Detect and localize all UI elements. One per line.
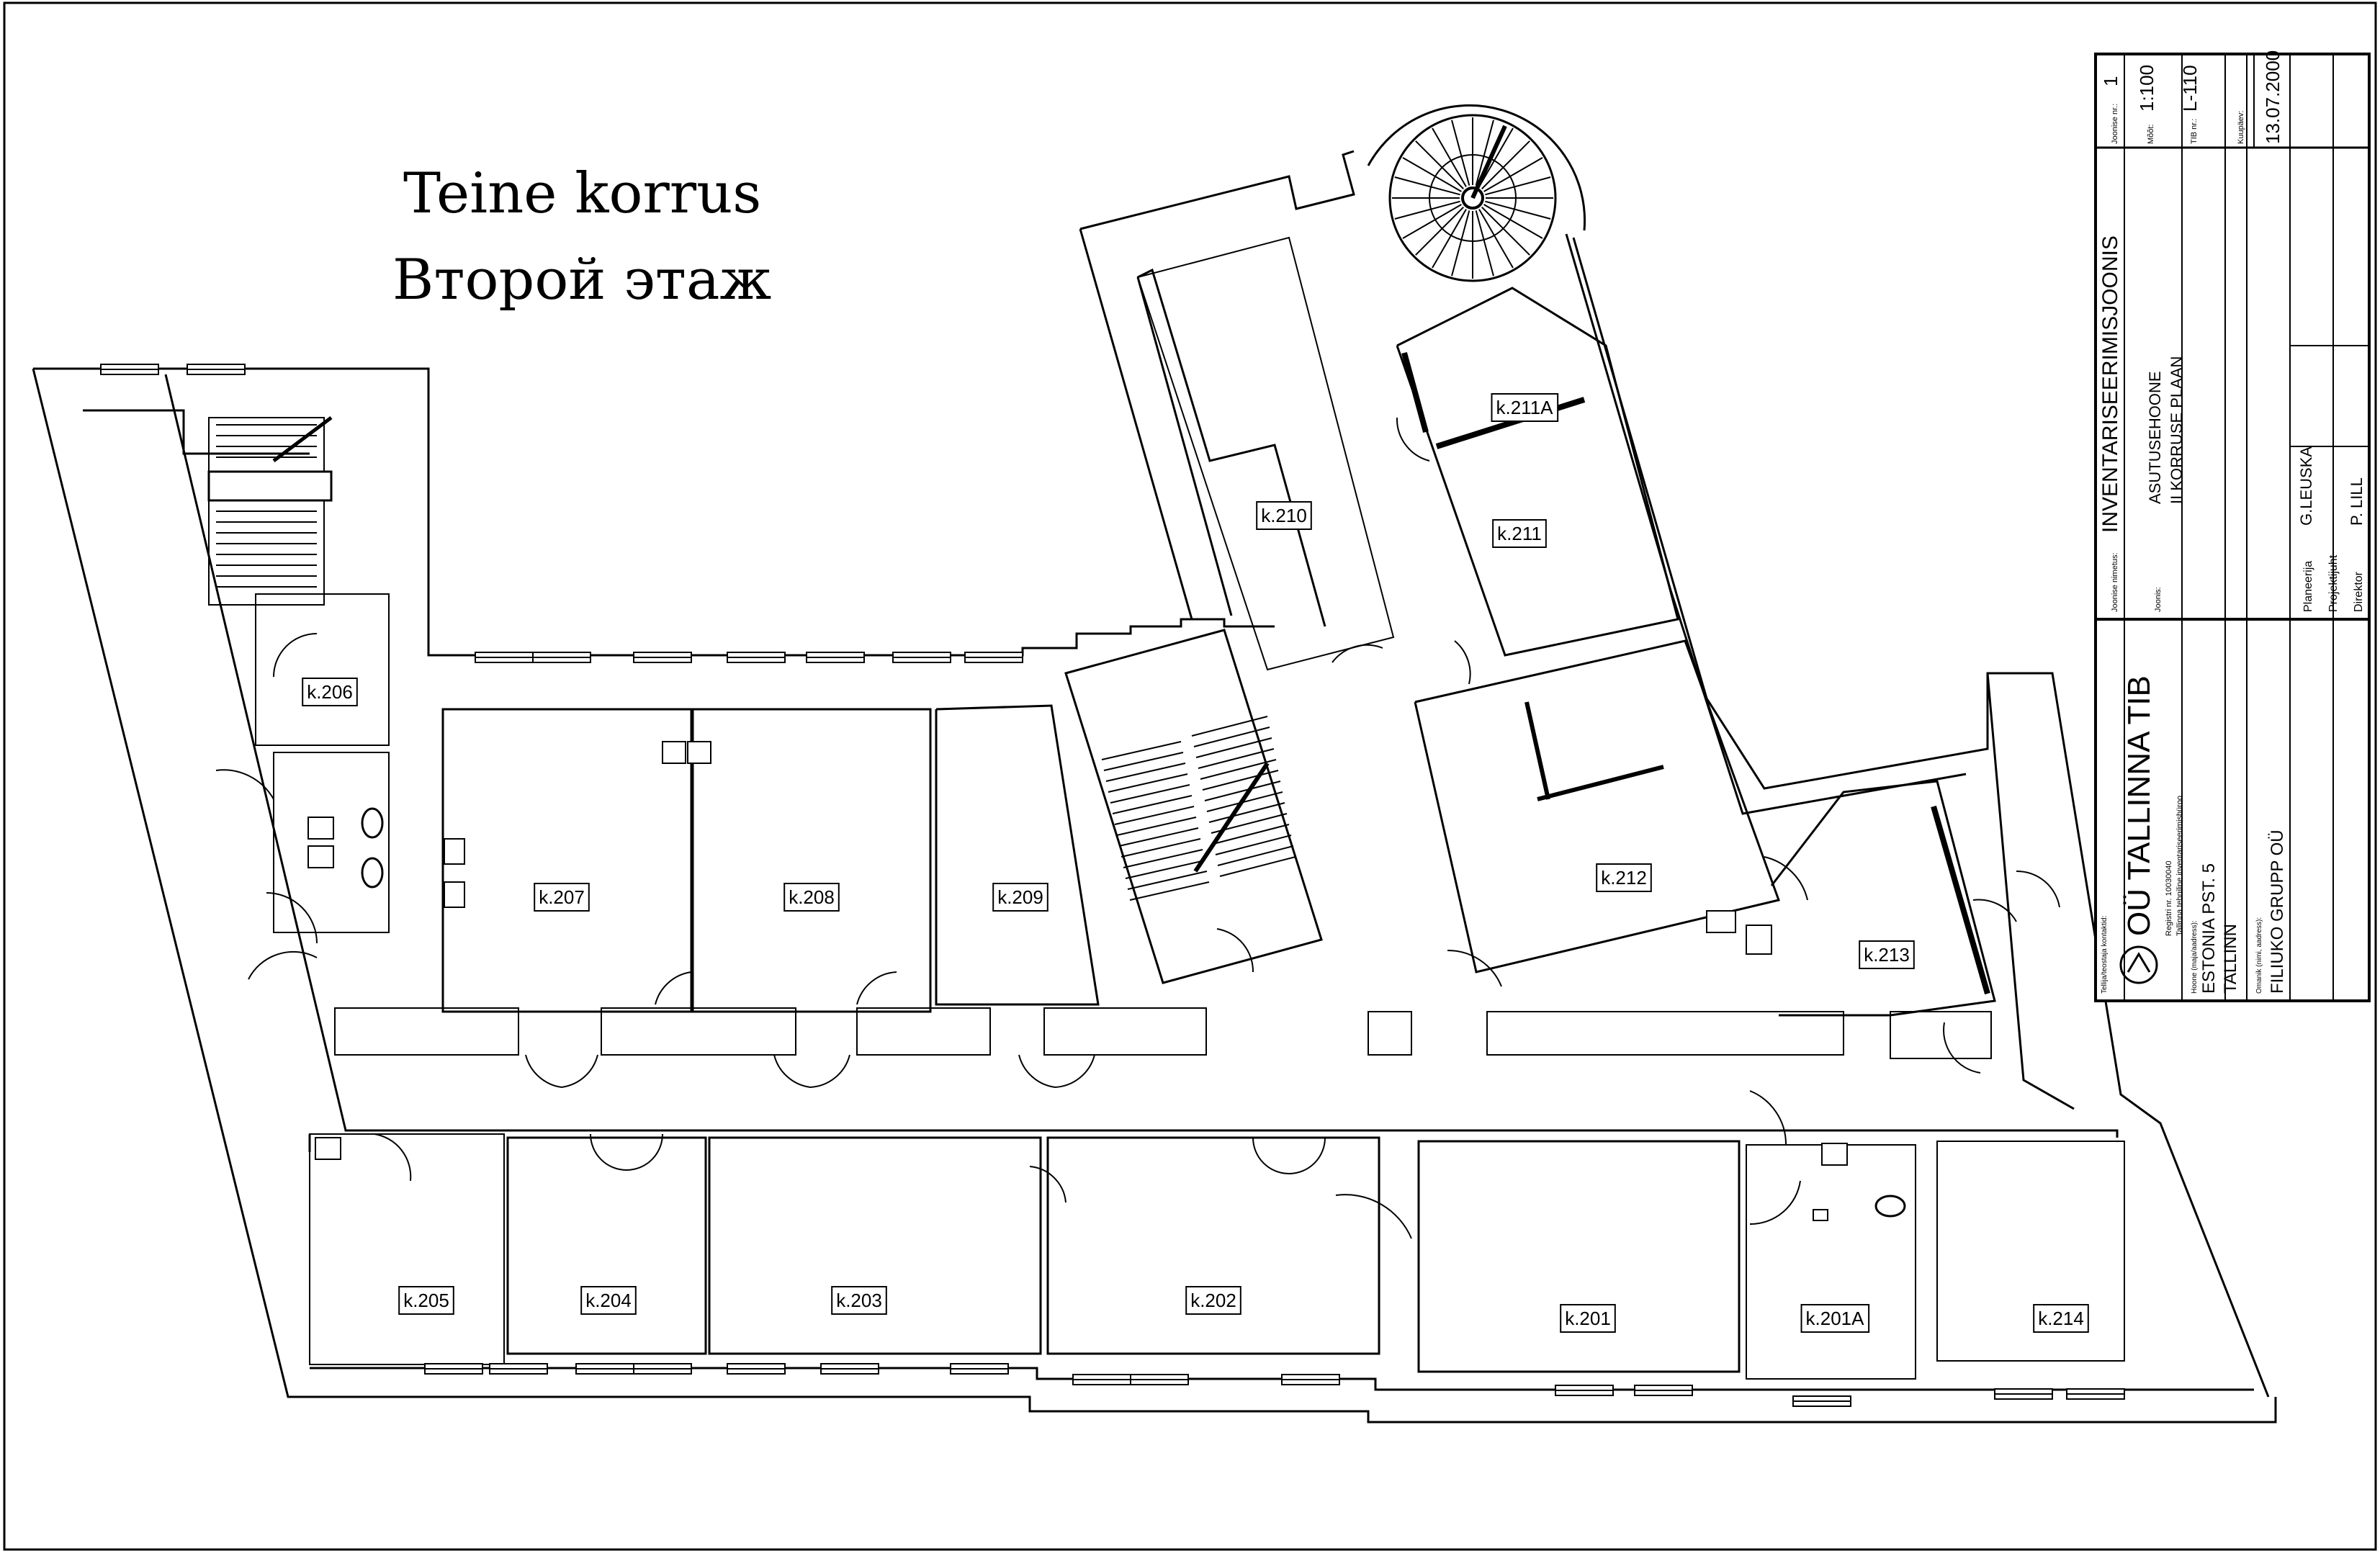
tb-drawing-line1: ASUTUSEHOONE xyxy=(2146,371,2164,504)
room-label-k205: k.205 xyxy=(398,1286,454,1315)
tb-scale: 1:100 xyxy=(2136,65,2157,112)
tb-drawing-label: Joonis: xyxy=(2154,587,2163,612)
svg-text:k.211: k.211 xyxy=(1497,523,1542,544)
room-label-k208: k.208 xyxy=(783,883,840,912)
room-label-k207: k.207 xyxy=(534,883,590,912)
svg-text:k.207: k.207 xyxy=(539,886,585,908)
doors xyxy=(215,417,2060,1239)
tb-planner: G.LEUSKA xyxy=(2297,446,2315,526)
room-label-k211a: k.211A xyxy=(1491,393,1559,422)
tb-scale-label: Mõõt: xyxy=(2147,124,2155,144)
room-label-k204: k.204 xyxy=(580,1286,637,1315)
tb-company-logo-icon xyxy=(2119,945,2158,984)
chimney-symbol xyxy=(307,741,1848,1221)
tb-sheet-number: 1 xyxy=(2100,76,2121,86)
floor-title-estonian: Teine korrus xyxy=(403,161,761,226)
svg-text:k.214: k.214 xyxy=(2038,1308,2084,1329)
svg-text:k.209: k.209 xyxy=(997,886,1043,908)
svg-text:k.204: k.204 xyxy=(585,1290,632,1311)
spiral-staircase xyxy=(1367,104,1586,282)
tb-company-note1: Registri nr. 10030040 xyxy=(2165,860,2173,936)
tb-drawing-line2: II KORRUSE PLAAN xyxy=(2168,356,2186,504)
tb-sheet-label: Joonise nr.: xyxy=(2111,104,2119,144)
floor-title-russian: Второй этаж xyxy=(392,248,771,312)
svg-text:k.205: k.205 xyxy=(403,1290,449,1311)
svg-text:k.202: k.202 xyxy=(1190,1290,1236,1311)
room-label-k211: k.211 xyxy=(1492,519,1547,548)
room-label-k206: k.206 xyxy=(302,678,358,706)
svg-text:k.203: k.203 xyxy=(836,1290,882,1311)
tb-company-label: Tellija/teostaja kontaktid: xyxy=(2101,916,2109,994)
tb-director-label: Direktor xyxy=(2353,571,2365,612)
tb-address-line2: TALLINN xyxy=(2221,924,2240,994)
tb-tib-label: TIB nr.: xyxy=(2190,119,2199,144)
tb-director: P. LILL xyxy=(2348,477,2366,526)
tb-owner-label: Omanik (nimi, aadress): xyxy=(2255,917,2263,994)
tb-drawing-type-label: Joonise nimetus: xyxy=(2111,552,2119,612)
svg-text:k.208: k.208 xyxy=(789,886,835,908)
svg-text:k.201A: k.201A xyxy=(1806,1308,1865,1329)
room-walls xyxy=(255,236,2125,1380)
svg-text:k.212: k.212 xyxy=(1601,867,1647,889)
tb-address-line1: ESTONIA PST. 5 xyxy=(2199,863,2219,994)
tb-drawing-type: INVENTARISEERIMISJOONIS xyxy=(2098,235,2122,533)
title-block: Joonise nr.: 1 Mõõt: 1:100 TIB nr.: L-11… xyxy=(2094,50,2371,1002)
room-label-k203: k.203 xyxy=(831,1286,887,1315)
tb-company-note2: Tallinna tehniline inventariseerimisbüro… xyxy=(2175,796,2184,936)
tb-planner-label: Planeerija xyxy=(2302,561,2314,612)
tb-company: OÜ TALLINNA TIB xyxy=(2121,675,2157,936)
room-label-k209: k.209 xyxy=(992,883,1048,912)
sheet-border xyxy=(3,1,2377,1551)
tb-owner: FILIUKO GRUPP OÜ xyxy=(2268,829,2287,994)
outer-walls xyxy=(32,150,2277,1424)
room-label-k201: k.201 xyxy=(1560,1304,1616,1333)
svg-text:k.213: k.213 xyxy=(1864,944,1910,966)
tb-address-label: Hoone (maja/aadress): xyxy=(2191,920,2199,994)
room-label-k210: k.210 xyxy=(1256,501,1312,530)
room-label-k201a: k.201A xyxy=(1800,1304,1870,1333)
room-labels: k.205 k.204 k.203 k.202 k.201 k.201A k.214 k.20… xyxy=(302,393,2089,1333)
svg-text:k.210: k.210 xyxy=(1261,505,1307,526)
tb-date-label: Kuupäev: xyxy=(2237,111,2245,144)
svg-text:k.206: k.206 xyxy=(307,681,353,703)
windows xyxy=(100,364,2125,1407)
fixtures xyxy=(307,741,1906,1221)
svg-text:k.201: k.201 xyxy=(1565,1308,1611,1329)
room-label-k213: k.213 xyxy=(1859,940,1915,969)
room-label-k202: k.202 xyxy=(1185,1286,1241,1315)
room-label-k214: k.214 xyxy=(2033,1304,2089,1333)
central-staircase xyxy=(1064,629,1323,984)
tb-tib-number: L-110 xyxy=(2179,65,2201,112)
staircase-north-west xyxy=(207,416,333,606)
room-label-k212: k.212 xyxy=(1596,863,1652,892)
svg-text:k.211A: k.211A xyxy=(1496,397,1553,418)
tb-project-lead-label: Projektijuht xyxy=(2327,554,2340,612)
toilet-symbol xyxy=(361,807,1906,1218)
tb-date: 13.07.2000 xyxy=(2262,50,2284,144)
